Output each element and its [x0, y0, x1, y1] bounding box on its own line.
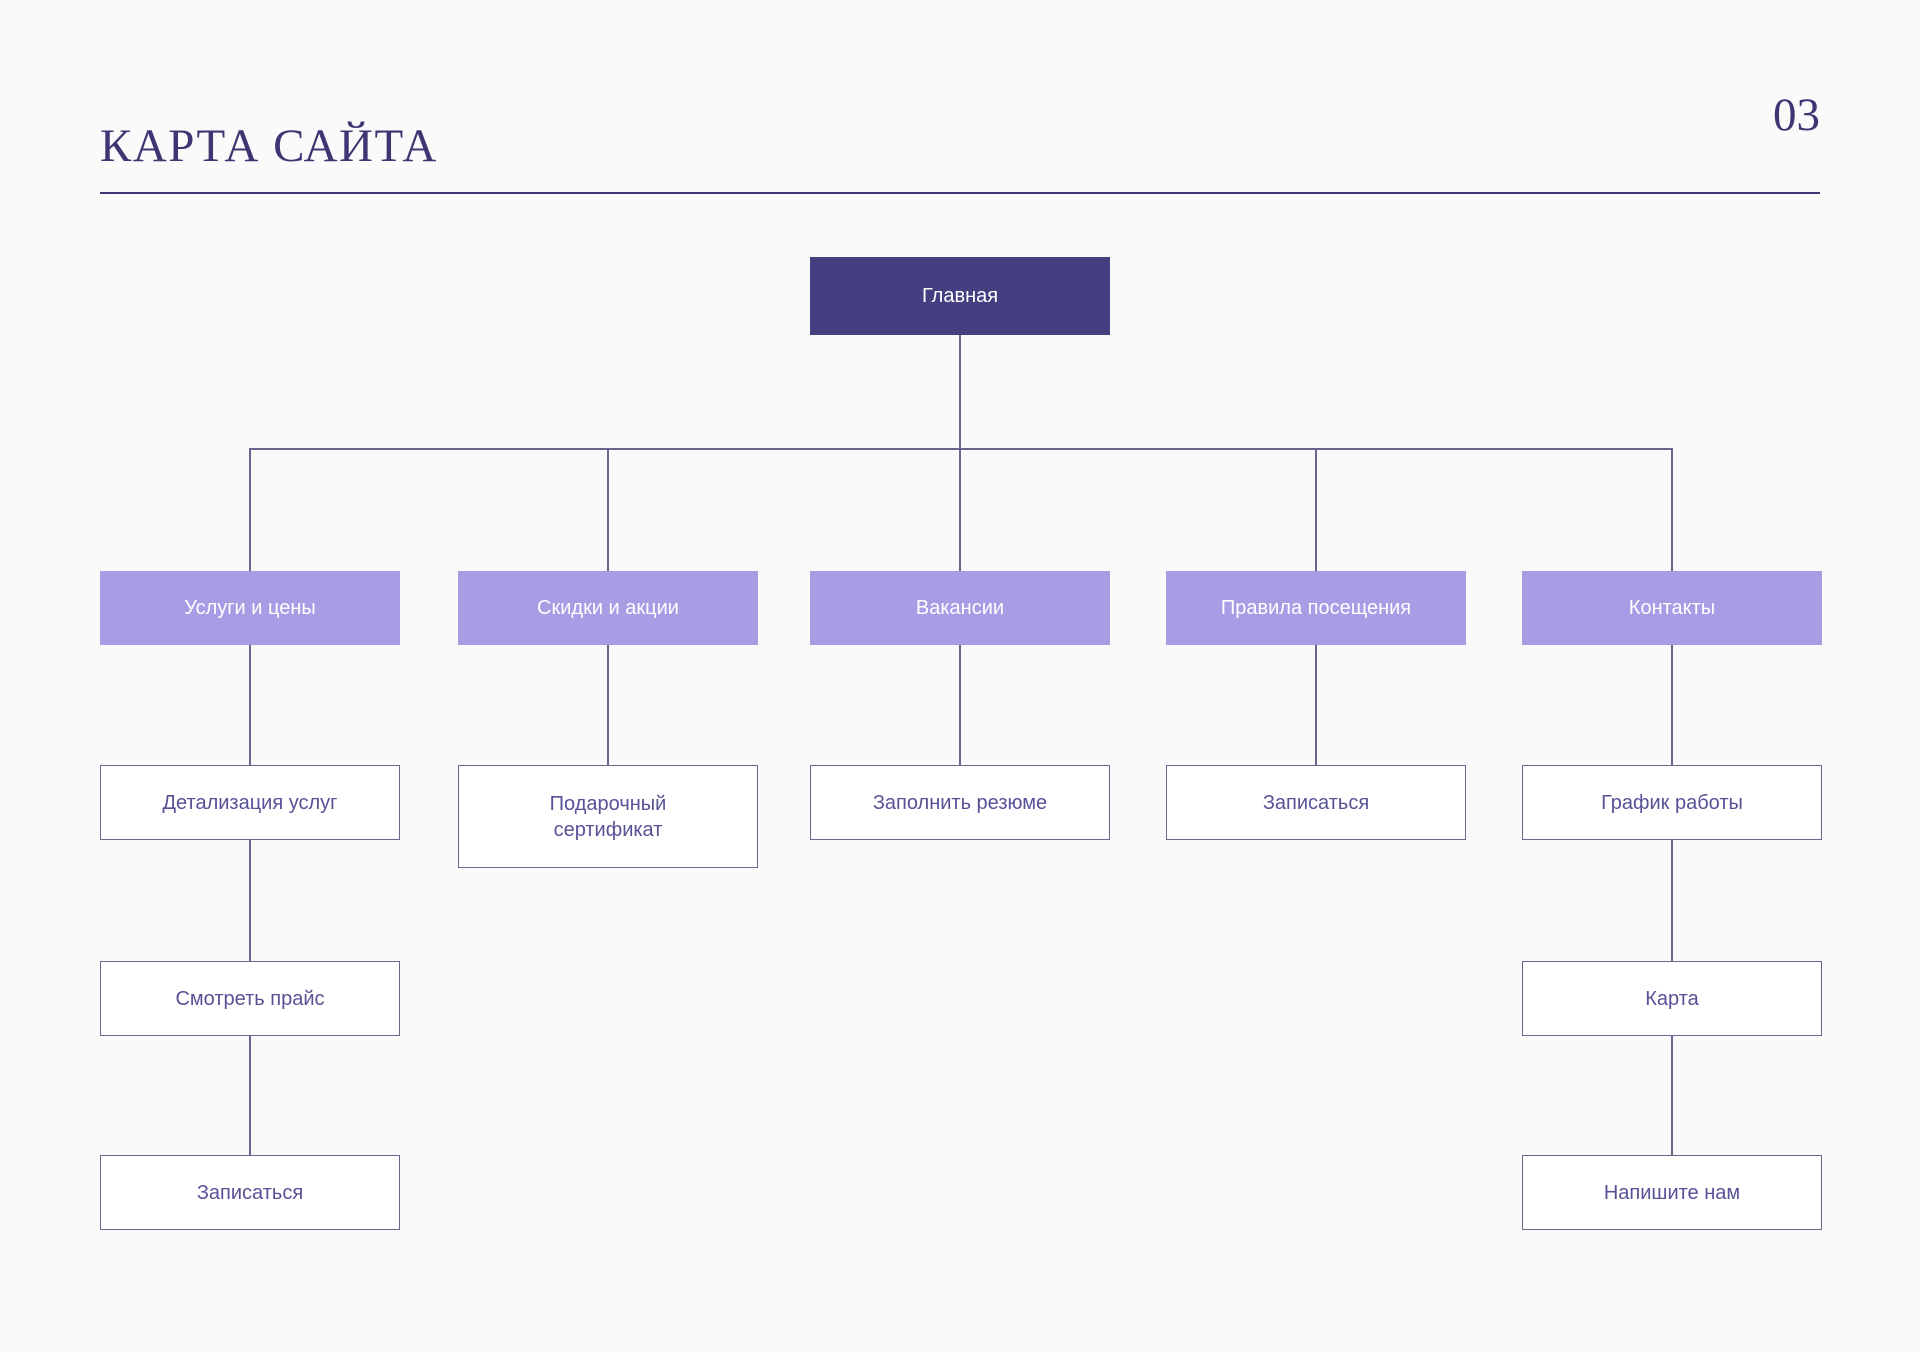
- node-write-to-us: Напишите нам: [1522, 1155, 1822, 1230]
- connector-drop-contacts: [1671, 448, 1673, 571]
- connector-services-stem: [249, 645, 251, 765]
- connector-root-stem: [959, 335, 961, 448]
- connector-vacancies-stem: [959, 645, 961, 765]
- node-visiting-rules: Правила посещения: [1166, 571, 1466, 645]
- connector-pricelist-stem: [249, 1035, 251, 1155]
- page-number: 03: [1773, 89, 1820, 141]
- connector-drop-discounts: [607, 448, 609, 571]
- connector-contacts-stem: [1671, 645, 1673, 765]
- node-view-pricelist: Смотреть прайс: [100, 961, 400, 1036]
- node-fill-resume: Заполнить резюме: [810, 765, 1110, 840]
- connector-horizontal-bus: [250, 448, 1672, 450]
- node-gift-certificate: Подарочный сертификат: [458, 765, 758, 868]
- connector-rules-stem: [1315, 645, 1317, 765]
- connector-discounts-stem: [607, 645, 609, 765]
- node-working-hours: График работы: [1522, 765, 1822, 840]
- connector-working-hours-stem: [1671, 840, 1673, 961]
- node-services-prices: Услуги и цены: [100, 571, 400, 645]
- connector-drop-vacancies: [959, 448, 961, 571]
- connector-drop-rules: [1315, 448, 1317, 571]
- header-divider: [100, 192, 1820, 194]
- connector-service-details-stem: [249, 840, 251, 961]
- connector-map-stem: [1671, 1035, 1673, 1155]
- node-service-details: Детализация услуг: [100, 765, 400, 840]
- node-home: Главная: [810, 257, 1110, 335]
- node-discounts-promos: Скидки и акции: [458, 571, 758, 645]
- node-vacancies: Вакансии: [810, 571, 1110, 645]
- node-contacts: Контакты: [1522, 571, 1822, 645]
- connector-drop-services: [249, 448, 251, 571]
- node-sign-up-services: Записаться: [100, 1155, 400, 1230]
- page-title: КАРТА САЙТА: [100, 120, 438, 173]
- node-sign-up-rules: Записаться: [1166, 765, 1466, 840]
- node-map: Карта: [1522, 961, 1822, 1036]
